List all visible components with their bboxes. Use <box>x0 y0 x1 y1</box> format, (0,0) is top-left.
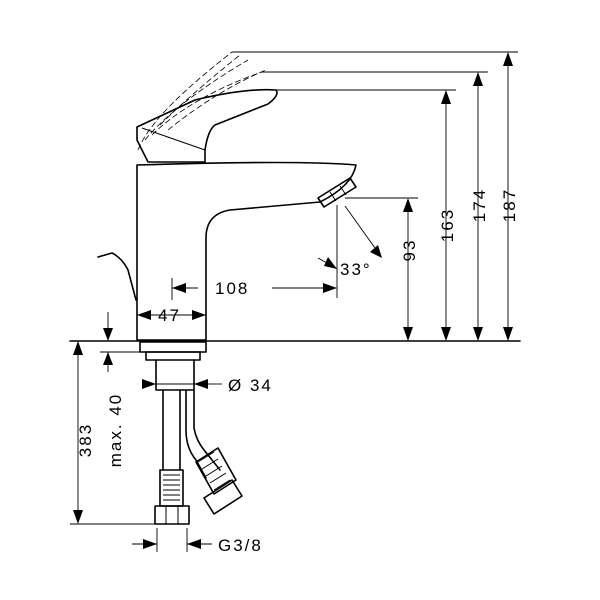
hose-bent <box>185 389 221 479</box>
label-163: 163 <box>438 208 457 242</box>
label-174: 174 <box>470 188 489 222</box>
label-47: 47 <box>158 306 181 325</box>
label-93: 93 <box>400 239 419 262</box>
label-33-degrees: 33° <box>340 260 372 279</box>
label-g3-8: G3/8 <box>218 536 263 555</box>
dimension-labels: 187 174 163 93 108 47 33° Ø 34 max. 40 3… <box>76 188 519 555</box>
lever <box>136 88 278 163</box>
label-108: 108 <box>215 279 249 298</box>
lever-ghost-positions <box>137 51 267 151</box>
spout-nozzle <box>317 177 357 208</box>
hose-nut-2 <box>203 479 243 515</box>
hose-nut-1 <box>154 505 190 525</box>
hose-straight <box>162 389 181 471</box>
label-383: 383 <box>76 423 95 457</box>
label-max-40: max. 40 <box>106 393 125 467</box>
faucet-body <box>69 88 521 525</box>
dimension-lines <box>70 51 518 552</box>
popup-rod <box>97 252 137 301</box>
label-187: 187 <box>500 188 519 222</box>
label-diameter-34: Ø 34 <box>228 376 273 395</box>
shank <box>155 359 195 391</box>
